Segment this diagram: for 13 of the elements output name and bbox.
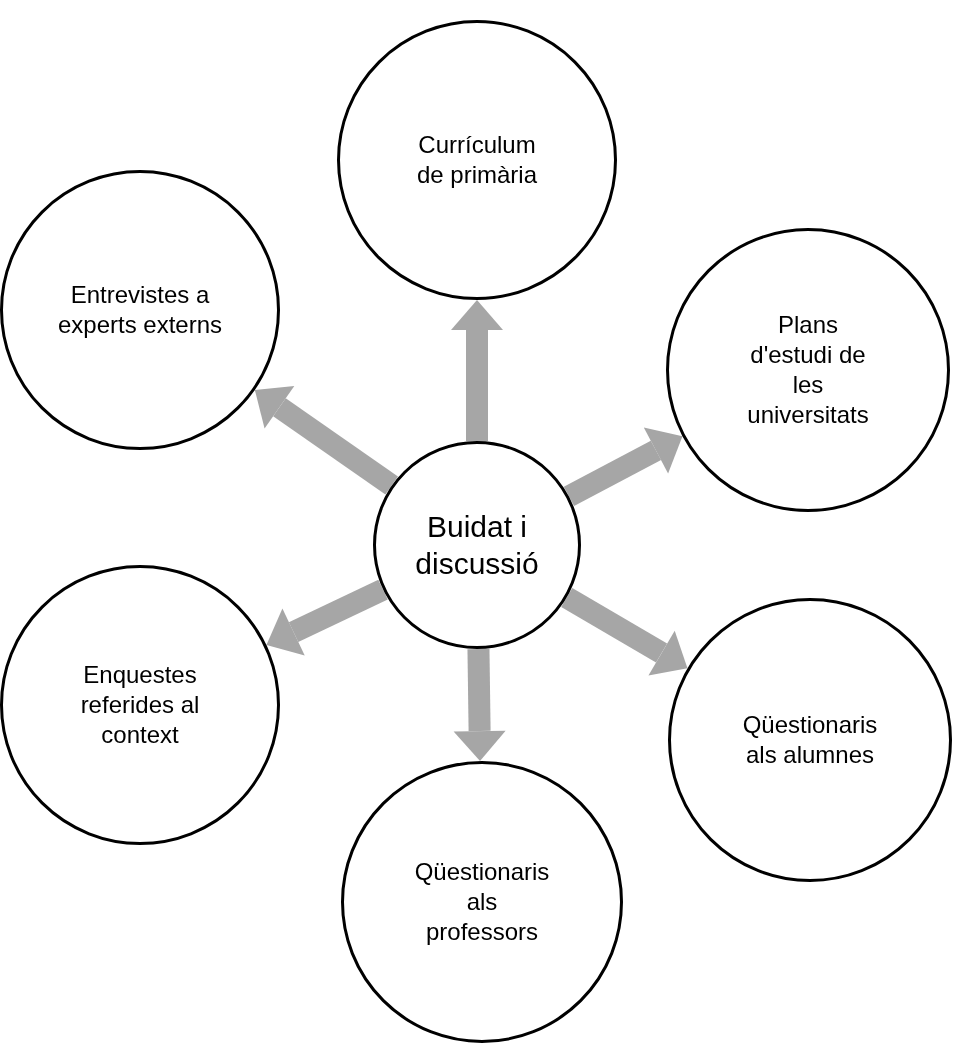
node-label: Qüestionaris als professors [413, 857, 551, 947]
block-arrow [453, 648, 506, 761]
node-label: Entrevistes a experts externs [57, 280, 223, 340]
block-arrow [254, 385, 398, 495]
node-label: Enquestes referides al context [79, 660, 201, 750]
node-label: Buidat i discussió [414, 508, 540, 582]
node-label: Currículum de primària [415, 130, 538, 190]
block-arrow [266, 579, 388, 656]
node-label: Plans d'estudi de les universitats [746, 310, 870, 430]
block-arrow [561, 588, 688, 676]
block-arrow [451, 300, 503, 441]
block-arrow [563, 427, 683, 507]
node-label: Qüestionaris als alumnes [741, 710, 879, 770]
